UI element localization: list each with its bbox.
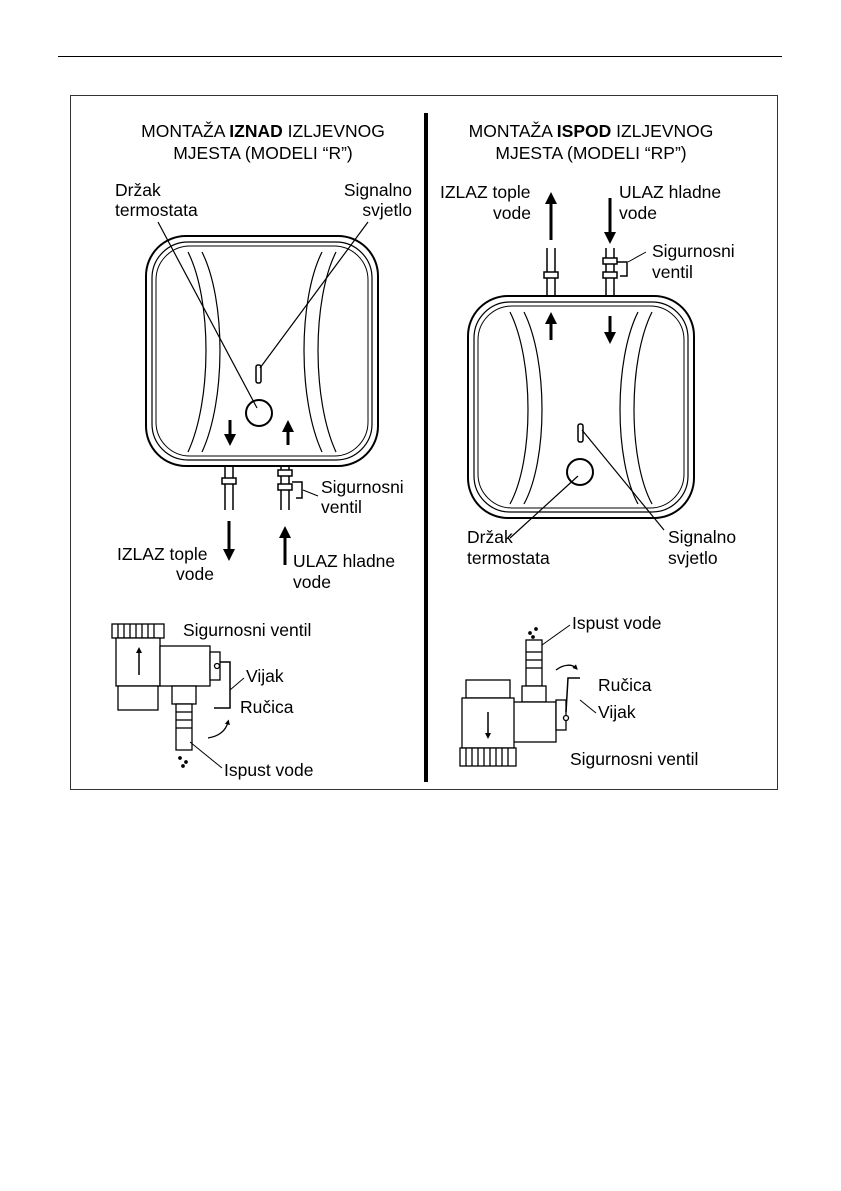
right-valve-title: Sigurnosni ventil	[570, 749, 698, 769]
right-heater	[467, 295, 695, 519]
right-screw-leader	[579, 699, 597, 714]
left-cold-label-1: ULAZ hladne	[293, 551, 395, 571]
right-heading-line1: MONTAŽA ISPOD IZLJEVNOG	[469, 121, 714, 141]
left-valve-drain: Ispust vode	[224, 760, 314, 780]
right-valve-screw: Vijak	[598, 702, 636, 722]
right-valve-handle: Ručica	[598, 675, 652, 695]
right-safety-label-1: Sigurnosni	[652, 241, 735, 261]
left-thermostat-label-2: termostata	[115, 200, 198, 220]
left-drain-leader	[189, 741, 223, 769]
left-signal-label-2: svjetlo	[362, 200, 412, 220]
figure-frame	[70, 95, 778, 790]
left-valve-handle: Ručica	[240, 697, 294, 717]
left-valve-screw: Vijak	[246, 666, 284, 686]
right-cold-label-2: vode	[619, 203, 657, 223]
left-safety-label-1: Sigurnosni	[321, 477, 404, 497]
left-valve-title: Sigurnosni ventil	[183, 620, 311, 640]
left-panel: MONTAŽA IZNAD IZLJEVNOG MJESTA (MODELI “…	[111, 121, 412, 780]
left-hot-label-2: vode	[176, 564, 214, 584]
left-heading-line1: MONTAŽA IZNAD IZLJEVNOG	[141, 121, 385, 141]
right-signal-label-2: svjetlo	[668, 548, 718, 568]
left-pipes	[221, 466, 319, 510]
right-signal-leader	[581, 429, 665, 531]
right-panel: MONTAŽA ISPOD IZLJEVNOG MJESTA (MODELI “…	[440, 121, 736, 769]
left-heater	[145, 235, 379, 467]
left-signal-leader	[259, 221, 369, 369]
right-thermostat-label-1: Držak	[467, 527, 513, 547]
right-thermostat-leader	[509, 475, 579, 539]
left-thermostat-leader	[157, 221, 258, 409]
right-hot-label-1: IZLAZ tople	[440, 182, 530, 202]
right-pipes	[543, 248, 647, 296]
left-heading-line2: MJESTA (MODELI “R”)	[173, 143, 353, 163]
right-thermostat-label-2: termostata	[467, 548, 550, 568]
right-heading-line2: MJESTA (MODELI “RP”)	[495, 143, 686, 163]
right-safety-label-2: ventil	[652, 262, 693, 282]
left-hot-label-1: IZLAZ tople	[117, 544, 207, 564]
right-valve-drain: Ispust vode	[572, 613, 662, 633]
right-valve-detail	[459, 627, 580, 767]
left-thermostat-knob	[245, 399, 273, 427]
left-thermostat-label-1: Držak	[115, 180, 161, 200]
right-drain-leader	[541, 624, 571, 646]
left-screw-leader	[229, 677, 245, 691]
left-signal-light	[255, 364, 262, 384]
header-rule	[58, 56, 782, 57]
left-cold-label-2: vode	[293, 572, 331, 592]
right-hot-label-2: vode	[493, 203, 531, 223]
left-signal-label-1: Signalno	[344, 180, 412, 200]
right-signal-label-1: Signalno	[668, 527, 736, 547]
right-thermostat-knob	[566, 458, 594, 486]
right-signal-light	[577, 423, 584, 443]
right-cold-label-1: ULAZ hladne	[619, 182, 721, 202]
left-safety-label-2: ventil	[321, 497, 362, 517]
left-valve-detail	[111, 623, 231, 768]
